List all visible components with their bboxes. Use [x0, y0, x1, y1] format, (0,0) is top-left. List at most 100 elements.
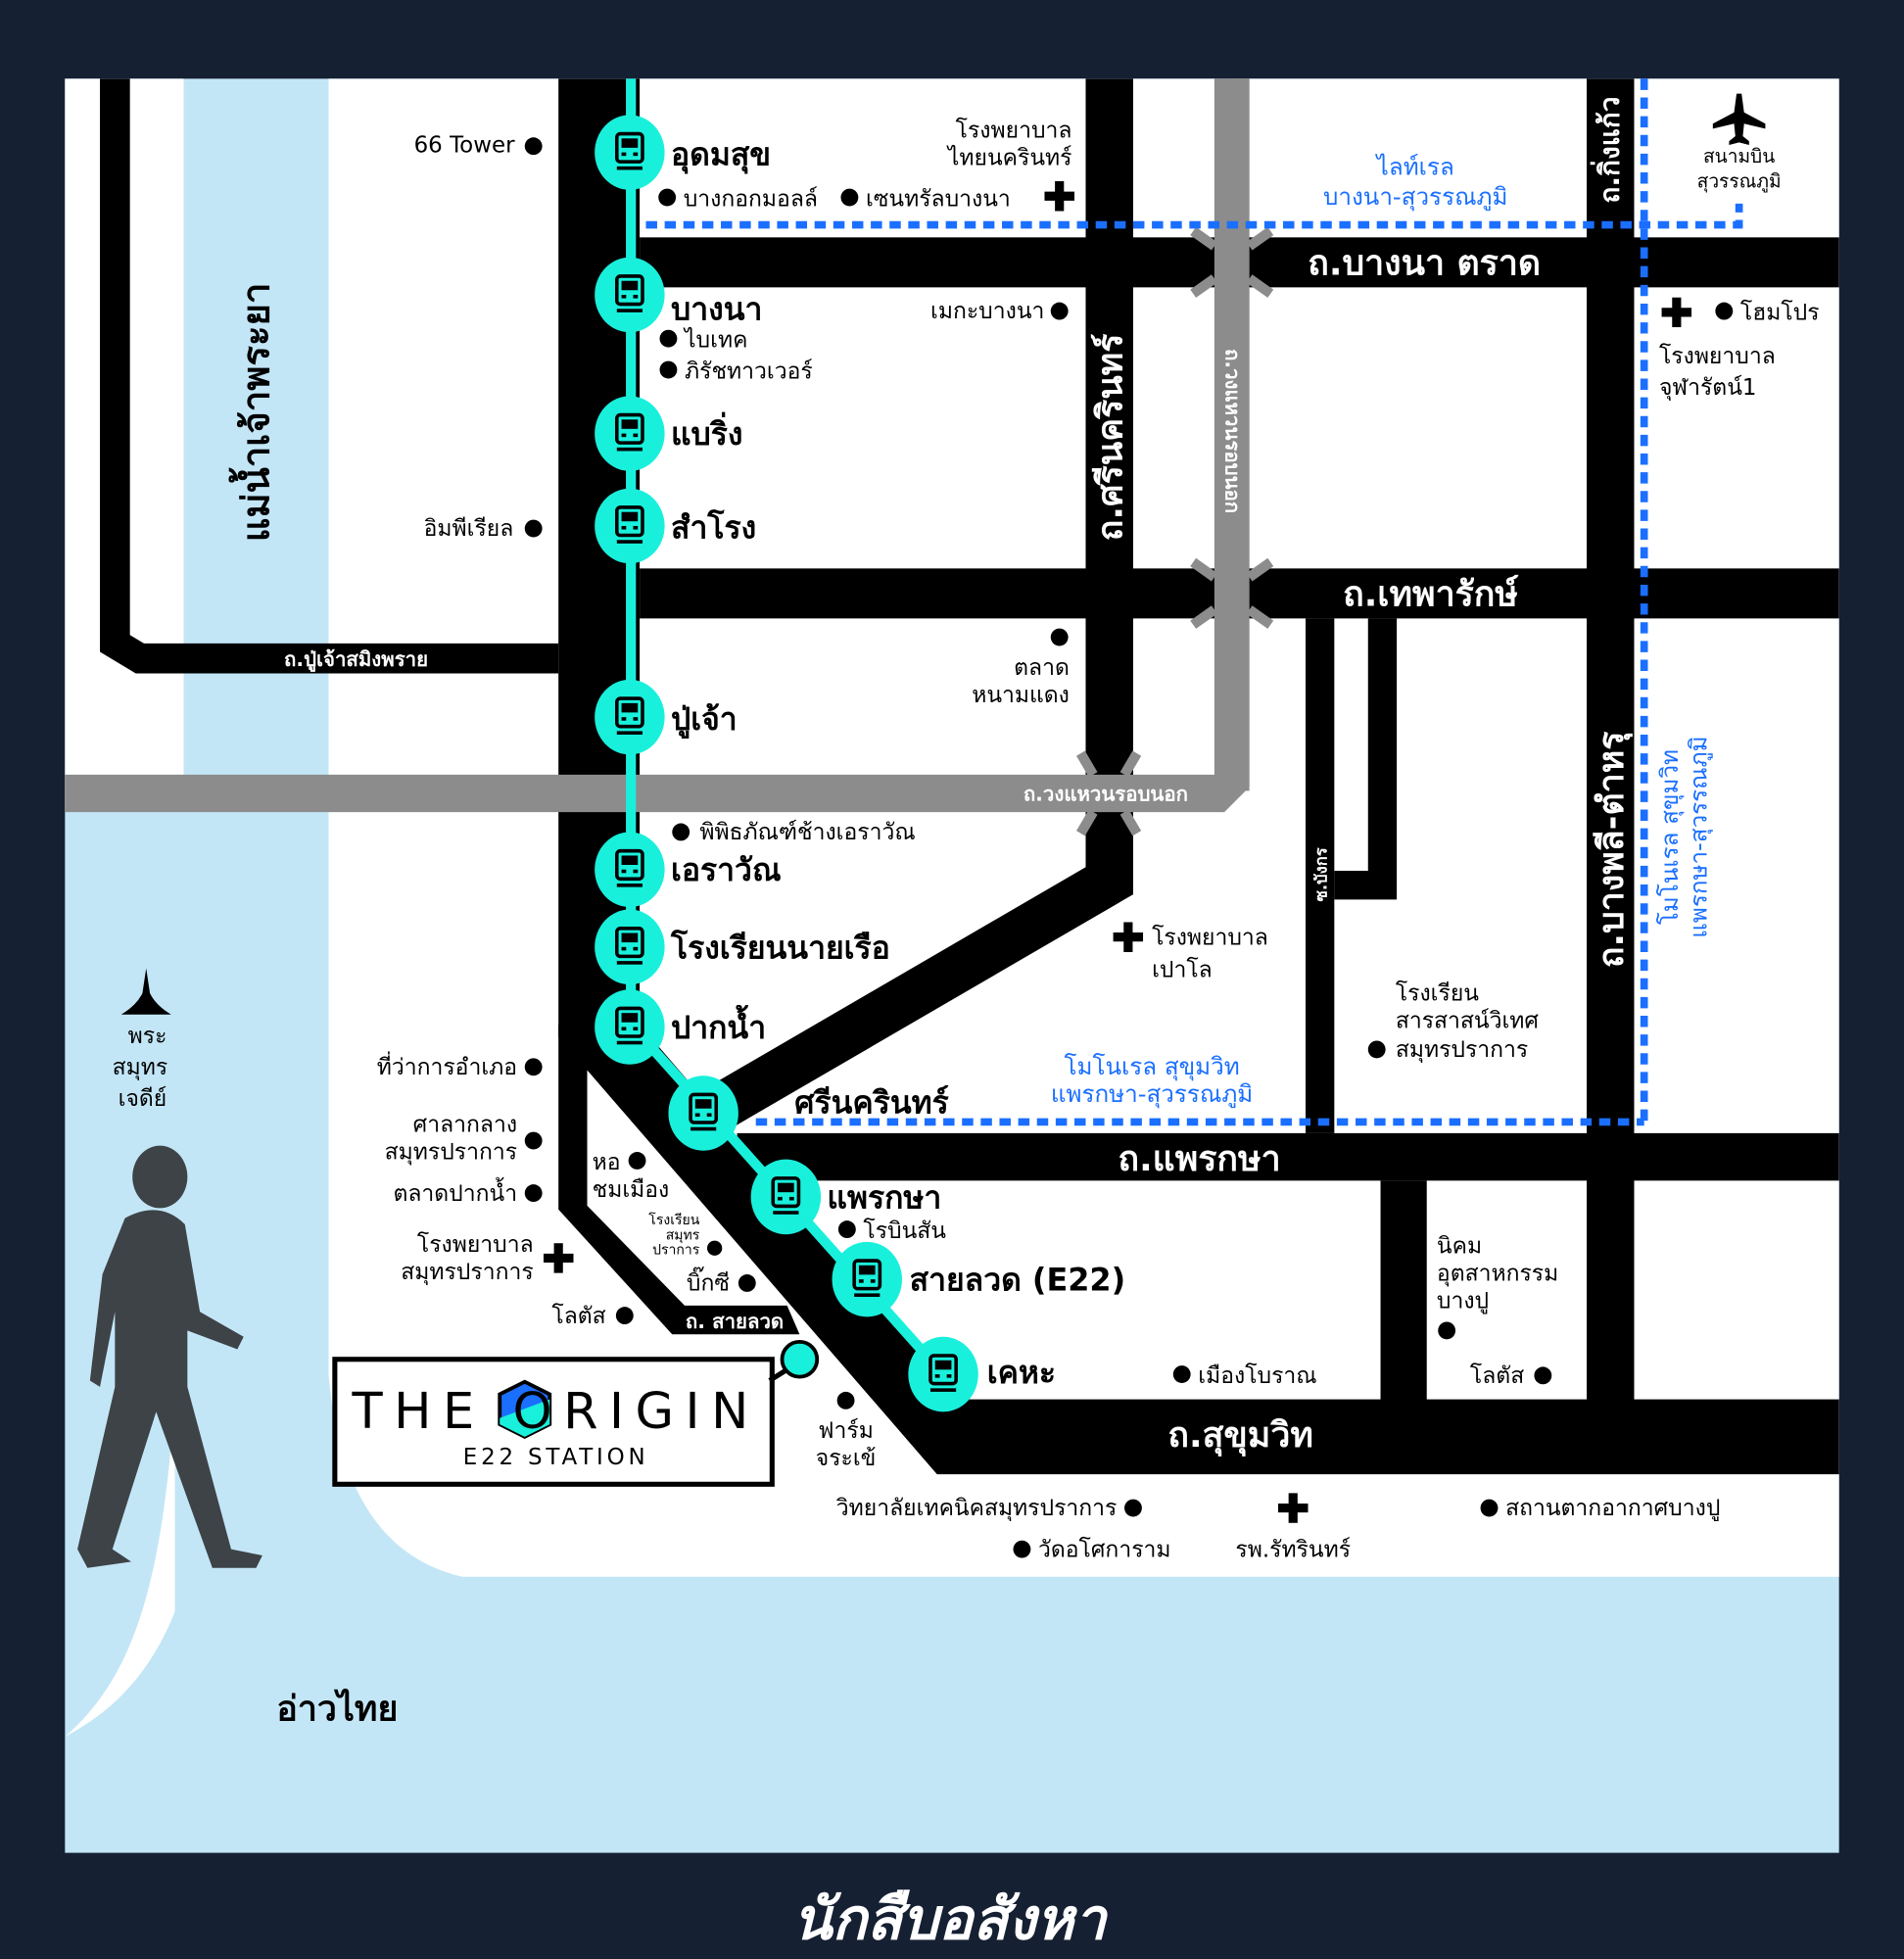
road-label: ถ.เทพารักษ์ [1343, 575, 1519, 615]
poi-dot [1050, 302, 1069, 320]
poi-dot [836, 1391, 855, 1410]
station-bearing[interactable] [595, 396, 665, 471]
poi-label: เมกะบางนา [930, 299, 1044, 324]
poi-dot [1050, 628, 1069, 646]
poi-dot [524, 519, 543, 538]
station-label: ปากน้ำ [671, 1004, 766, 1046]
station-label: สำโรง [671, 509, 756, 547]
monorail-label: แพรกษา-สุวรรณภูมิ [1051, 1080, 1253, 1109]
station-bang-na[interactable] [595, 257, 665, 333]
poi-label: วัดอโศการาม [1038, 1536, 1171, 1562]
station-udom-suk[interactable] [595, 115, 665, 190]
poi-label: โลตัส [551, 1303, 605, 1329]
poi-label: อุตสาหกรรม [1437, 1261, 1558, 1286]
station-pu-chao[interactable] [595, 679, 665, 755]
poi-dot [628, 1152, 646, 1170]
poi-dot [1124, 1499, 1142, 1517]
lightrail-label: ไลท์เรล [1375, 154, 1454, 181]
station-label: โรงเรียนนายเรือ [670, 929, 890, 966]
river-label: แม่น้ำเจ้าพระยา [228, 283, 278, 543]
brand-title: นักสืบอสังหา [792, 1887, 1109, 1953]
station-pak-nam[interactable] [595, 989, 665, 1065]
poi-label: หอ [593, 1150, 621, 1175]
gulf-label: อ่าวไทย [276, 1687, 398, 1729]
poi-dot [1438, 1321, 1456, 1340]
poi-dot [1367, 1040, 1386, 1059]
poi-label: สารสาสน์วิเทศ [1396, 1008, 1540, 1034]
station-kheha[interactable] [908, 1336, 978, 1412]
pagoda-icon [120, 968, 171, 1015]
poi-label: วิทยาลัยเทคนิคสมุทรปราการ [836, 1496, 1118, 1521]
poi-label: โรบินสัน [863, 1218, 946, 1244]
road-label: ถ.แพรกษา [1119, 1139, 1281, 1179]
poi-label: ศาลากลาง [413, 1113, 517, 1138]
station-label: อุดมสุข [671, 135, 771, 174]
west-coast [65, 1399, 175, 1737]
poi-label: ตลาดปากน้ำ [393, 1177, 517, 1207]
poi-dot [1534, 1366, 1552, 1385]
logo-brand[interactable]: THE ORIGIN [352, 1383, 760, 1441]
road-label: ถ.กิ่งแก้ว [1590, 97, 1626, 204]
poi-label: ภิรัชทาวเวอร์ [685, 358, 813, 384]
poi-dot [524, 1058, 543, 1076]
station-sai-luat[interactable] [832, 1241, 902, 1317]
airport-label: สุวรรณภูมิ [1697, 169, 1782, 193]
poi-label: เมืองโบราณ [1198, 1362, 1316, 1389]
station-erawan[interactable] [595, 832, 665, 908]
poi-dot [615, 1307, 634, 1325]
station-label: เอราวัณ [671, 851, 782, 888]
poi-label: ตลาด [1014, 655, 1070, 681]
person-silhouette-icon [77, 1145, 262, 1568]
poi-label: ที่ว่าการอำเภอ [377, 1051, 517, 1080]
road-label: ถ.บางพลี-ตำหรุ [1592, 732, 1633, 969]
road-label: ซ.บังกร [1312, 847, 1331, 901]
poi-label: หนามแดง [972, 683, 1070, 708]
poi-dot [659, 360, 678, 379]
poi-label: โรงพยาบาล [956, 117, 1072, 143]
poi-label: บิ๊กซี [687, 1266, 730, 1297]
logo-subtitle[interactable]: E22 STATION [463, 1445, 649, 1470]
poi-label: สถานตากอากาศบางปู [1505, 1496, 1720, 1521]
poi-label: เปาโล [1152, 956, 1213, 982]
poi-label: อิมพีเรียล [424, 516, 514, 542]
road-label: ถ.วงแหวนรอบนอก [1220, 349, 1244, 513]
monorail-label: โมโนเรล สุขุมวิท [1064, 1053, 1239, 1081]
station-srinagarindra[interactable] [668, 1075, 738, 1151]
station-samrong[interactable] [595, 488, 665, 564]
station-label: บางนา [671, 291, 762, 328]
station-label: ปู่เจ้า [671, 700, 738, 740]
poi-label: โรงเรียน [1396, 980, 1479, 1007]
poi-label: โฮมโปร [1740, 300, 1820, 326]
station-phraek-sa[interactable] [750, 1159, 822, 1235]
poi-label: พิพิธภัณฑ์ช้างเอราวัณ [699, 819, 915, 845]
pagoda-label: เจดีย์ [119, 1085, 167, 1112]
poi-label: รพ.รัทรินทร์ [1235, 1536, 1351, 1562]
poi-label: โรงเรียน [648, 1212, 699, 1228]
poi-label: โลตัส [1470, 1362, 1524, 1389]
station-label: เคหะ [987, 1354, 1056, 1391]
poi-dot [1013, 1540, 1031, 1558]
origin-logo-mark-icon[interactable] [498, 1379, 552, 1439]
station-naval-academy[interactable] [595, 909, 665, 985]
poi-label: สมุทรปราการ [385, 1140, 517, 1166]
station-label: สายลวด (E22) [910, 1262, 1126, 1299]
poi-dot [1715, 302, 1734, 320]
poi-label: บางปู [1437, 1288, 1489, 1314]
project-logo-callout[interactable]: THE ORIGIN E22 STATION [332, 1339, 820, 1487]
dotted-rail-lines [645, 78, 1743, 1126]
road-label: ถ.วงแหวนรอบนอก [1023, 783, 1188, 806]
airplane-icon [1712, 93, 1766, 145]
poi-dot [1480, 1499, 1499, 1517]
station-label: แบริ่ง [671, 411, 742, 453]
road-label: ถ.บางนา ตราด [1308, 244, 1541, 284]
monorail-label-vertical: แพรกษา-สุวรรณภูมิ [1685, 736, 1713, 937]
poi-dot [658, 188, 677, 207]
poi-dot [780, 1339, 820, 1379]
poi-label: โรงพยาบาล [417, 1231, 534, 1258]
monorail-label-vertical: โมโนเรล สุขุมวิท [1656, 749, 1685, 925]
stations[interactable] [595, 115, 978, 1412]
poi-dot [840, 188, 859, 207]
poi-label: โรงพยาบาล [1659, 343, 1776, 369]
pagoda-label: สมุทร [113, 1055, 168, 1080]
